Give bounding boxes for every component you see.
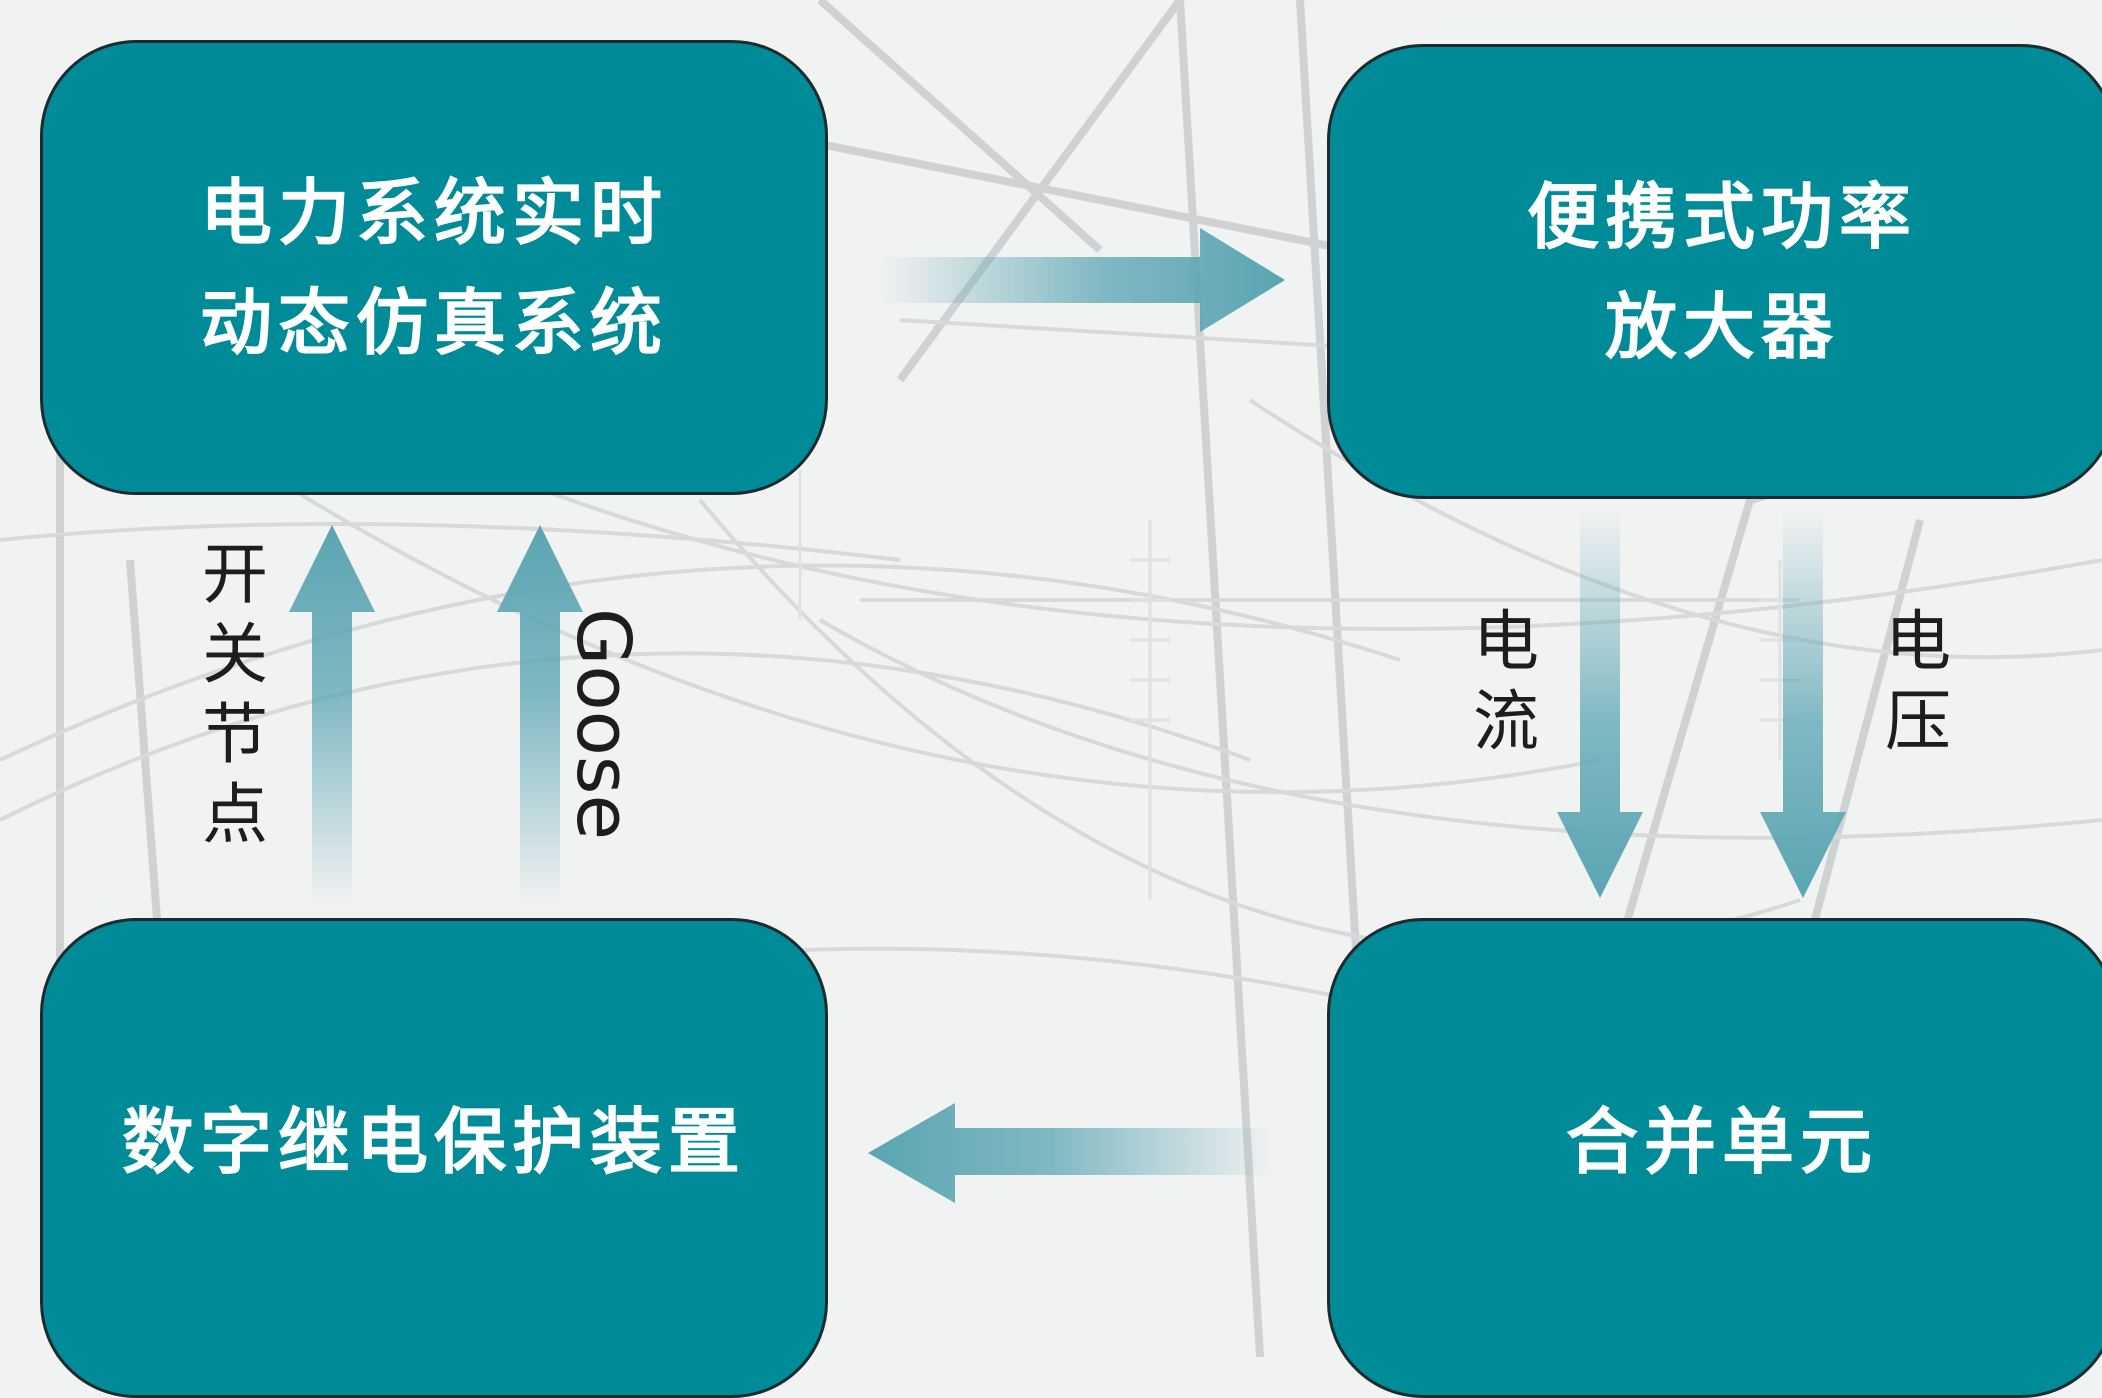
amplifier-title-line2: 放大器	[1604, 284, 1839, 369]
current-label: 电 流	[1466, 602, 1546, 762]
current-char: 电	[1473, 603, 1539, 680]
voltage-char: 压	[1885, 683, 1951, 760]
flow-arrows	[289, 228, 1846, 1203]
switch-node-char: 开	[202, 536, 268, 613]
relay-title: 数字继电保护装置	[121, 1100, 746, 1184]
arrow-voltage-down	[1760, 510, 1846, 898]
voltage-char: 电	[1885, 603, 1951, 680]
switch-node-char: 点	[202, 776, 268, 853]
goose-label: Goose	[560, 608, 646, 840]
rtds-title-line2: 动态仿真系统	[199, 280, 668, 365]
power-amplifier-box: 便携式功率 放大器	[1327, 44, 2102, 499]
rtds-title-line1: 电力系统实时	[199, 170, 668, 255]
arrow-goose-up	[497, 525, 583, 905]
current-char: 流	[1473, 683, 1539, 760]
merging-unit-box: 合并单元	[1327, 918, 2102, 1398]
arrow-rtds-to-amplifier	[880, 228, 1285, 332]
arrow-mergingunit-to-relay	[868, 1103, 1275, 1203]
switch-node-char: 节	[202, 696, 268, 773]
digital-relay-protection-box: 数字继电保护装置	[40, 918, 828, 1398]
switch-node-label: 开 关 节 点	[195, 535, 275, 855]
switch-node-char: 关	[202, 616, 268, 693]
arrow-current-down	[1557, 510, 1643, 898]
arrow-switch-node-up	[289, 525, 375, 905]
rtds-system-box: 电力系统实时 动态仿真系统	[40, 40, 828, 495]
amplifier-title-line1: 便携式功率	[1526, 174, 1917, 259]
merging-unit-title: 合并单元	[1565, 1100, 1878, 1184]
voltage-label: 电 压	[1878, 602, 1958, 762]
